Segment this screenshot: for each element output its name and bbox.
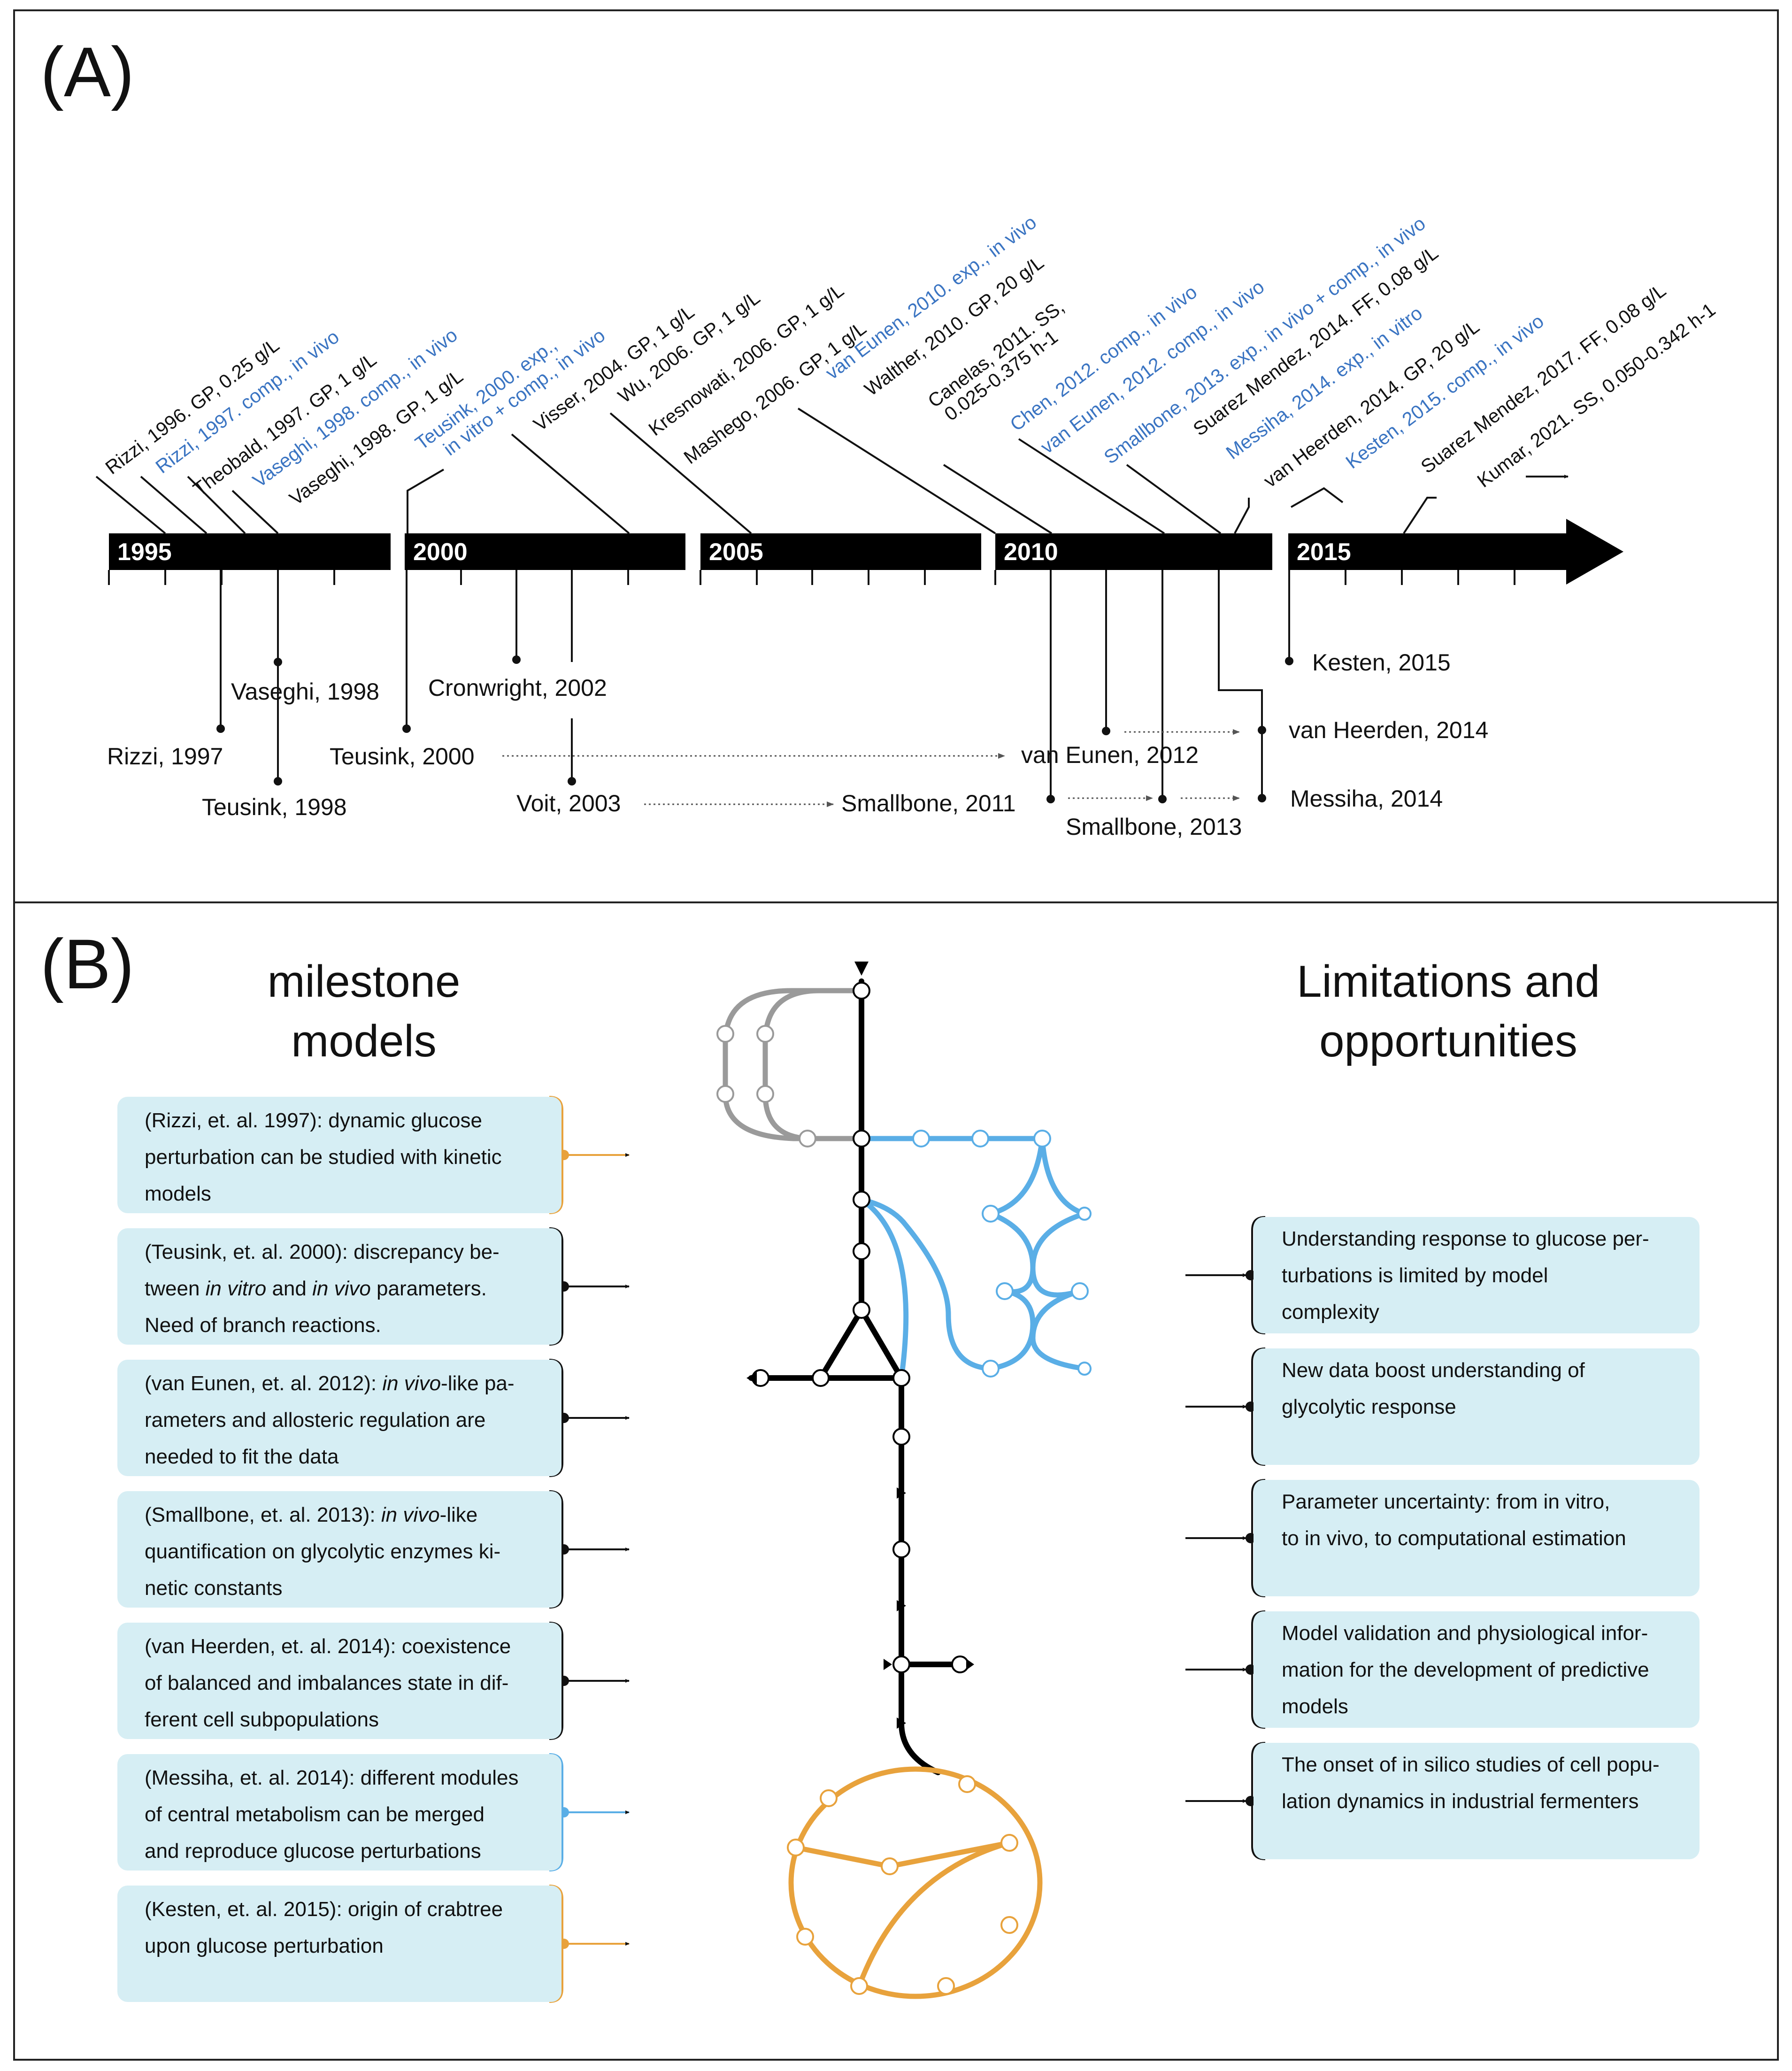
limitation-connector-dots — [1246, 1270, 1256, 1806]
milestone-text-line: rameters and allosteric regulation are — [145, 1409, 486, 1432]
milestone-text-line: of balanced and imbalances state in dif- — [145, 1671, 509, 1694]
relation-arrows — [502, 729, 1240, 807]
limitation-text-line: mation for the development of predictive — [1282, 1658, 1649, 1681]
blue-module — [859, 1136, 1087, 1381]
timeline-label: Teusink, 1998 — [202, 794, 347, 820]
milestone-text-line: (Smallbone, et. al. 2013): in vivo-like — [145, 1503, 478, 1526]
upper-leader-lines — [95, 408, 1569, 534]
milestone-text-line: quantification on glycolytic enzymes ki- — [145, 1540, 501, 1563]
milestone-text-line: tween in vitro and in vivo parameters. — [145, 1277, 487, 1300]
milestone-text-line: Need of branch reactions. — [145, 1314, 381, 1337]
milestone-text-line: perturbation can be studied with kinetic — [145, 1146, 502, 1169]
timeline-segment — [405, 533, 685, 570]
network-nodes — [716, 962, 1092, 1995]
metabolic-network — [723, 978, 1087, 1999]
timeline-label: van Eunen, 2012 — [1021, 742, 1199, 768]
limitations-heading: Limitations and — [1297, 956, 1600, 1007]
milestone-heading: models — [291, 1016, 436, 1066]
milestone-box: (van Eunen, et. al. 2012): in vivo-like … — [117, 1360, 561, 1476]
limitation-text-line: Parameter uncertainty: from in vitro, — [1282, 1490, 1610, 1513]
milestone-text-line: models — [145, 1182, 211, 1205]
limitation-text-line: to in vivo, to computational estimation — [1282, 1527, 1626, 1550]
panel-b-frame — [13, 901, 1779, 2061]
milestone-text-line: (Kesten, et. al. 2015): origin of crabtr… — [145, 1898, 503, 1921]
milestone-box: (Messiha, et. al. 2014): different modul… — [117, 1754, 561, 1871]
limitation-text-line: turbations is limited by model — [1282, 1264, 1548, 1287]
timeline-segment — [1288, 533, 1567, 570]
limitation-text-line: complexity — [1282, 1301, 1379, 1324]
limitation-text-line: New data boost understanding of — [1282, 1359, 1585, 1382]
milestone-text-line: (Rizzi, et. al. 1997): dynamic glucose — [145, 1109, 482, 1132]
milestone-text-line: and reproduce glucose perturbations — [145, 1840, 481, 1863]
panel-a-label: (A) — [40, 32, 134, 111]
timeline-label: Smallbone, 2011 — [841, 790, 1016, 816]
panel-b-label: (B) — [40, 924, 134, 1003]
limitation-text-line: lation dynamics in industrial fermenters — [1282, 1790, 1639, 1813]
milestone-box: (Teusink, et. al. 2000): discrepancy be-… — [117, 1228, 561, 1345]
limitation-box: The onset of in silico studies of cell p… — [1254, 1743, 1700, 1859]
timeline-segment — [995, 533, 1272, 570]
timeline-axis: 1995 2000 2005 2010 2015 — [108, 519, 1623, 585]
timeline-label: Cronwright, 2002 — [428, 675, 607, 701]
limitation-box: Model validation and physiological infor… — [1254, 1611, 1700, 1728]
milestone-text-line: needed to fit the data — [145, 1445, 339, 1468]
lower-labels: Vaseghi, 1998 Rizzi, 1997 Teusink, 1998 … — [107, 649, 1488, 840]
milestone-text-line: (van Eunen, et. al. 2012): in vivo-like … — [145, 1372, 515, 1395]
milestone-text-line: (van Heerden, et. al. 2014): coexistence — [145, 1635, 511, 1658]
timeline-ticks — [108, 570, 1515, 585]
milestone-text-line: upon glucose perturbation — [145, 1934, 384, 1957]
timeline-segment — [700, 533, 981, 570]
milestone-text-line: netic constants — [145, 1577, 283, 1600]
milestone-text-line: ferent cell subpopulations — [145, 1708, 379, 1731]
timeline-label: Messiha, 2014 — [1290, 785, 1443, 812]
limitation-box: Parameter uncertainty: from in vitro, to… — [1254, 1480, 1700, 1596]
lower-pins — [220, 570, 1290, 799]
milestone-box: (Rizzi, et. al. 1997): dynamic glucose p… — [117, 1097, 561, 1213]
milestone-box: (van Heerden, et. al. 2014): coexistence… — [117, 1623, 561, 1739]
timeline-label: van Heerden, 2014 — [1289, 717, 1488, 743]
milestone-text-line: (Messiha, et. al. 2014): different modul… — [145, 1766, 519, 1789]
timeline-label: Kesten, 2015 — [1312, 649, 1451, 676]
milestone-box: (Smallbone, et. al. 2013): in vivo-like … — [117, 1491, 561, 1608]
limitation-text-line: glycolytic response — [1282, 1395, 1456, 1418]
upper-labels: Rizzi, 1996. GP, 0.25 g/L Rizzi, 1997. c… — [101, 211, 1720, 509]
year-label: 2005 — [709, 539, 763, 566]
limitations-heading: opportunities — [1319, 1016, 1577, 1066]
gray-module — [723, 988, 864, 1141]
timeline-label: Rizzi, 1997 — [107, 743, 223, 770]
lower-pin-dots — [216, 655, 1293, 803]
year-label: 2000 — [413, 539, 468, 566]
timeline-label: Teusink, 2000 — [330, 743, 475, 770]
timeline-arrowhead — [1566, 519, 1623, 585]
milestone-text-line: of central metabolism can be merged — [145, 1803, 485, 1826]
year-label: 1995 — [117, 539, 172, 566]
black-backbone — [748, 978, 963, 1775]
milestone-box: (Kesten, et. al. 2015): origin of crabtr… — [117, 1886, 561, 2002]
limitation-box: New data boost understanding of glycolyt… — [1254, 1348, 1700, 1465]
limitation-box: Understanding response to glucose per- t… — [1254, 1217, 1700, 1333]
timeline-label: Smallbone, 2013 — [1066, 814, 1242, 840]
limitation-text-line: The onset of in silico studies of cell p… — [1282, 1753, 1660, 1776]
milestone-heading: milestone — [268, 956, 461, 1007]
milestone-text-line: (Teusink, et. al. 2000): discrepancy be- — [145, 1240, 500, 1263]
timeline-label: Vaseghi, 1998 — [231, 678, 379, 705]
timeline-label: Voit, 2003 — [516, 790, 621, 816]
year-label: 2015 — [1297, 539, 1351, 566]
timeline-segment — [109, 533, 391, 570]
limitation-text-line: Model validation and physiological infor… — [1282, 1622, 1648, 1645]
year-label: 2010 — [1004, 539, 1058, 566]
limitation-text-line: Understanding response to glucose per- — [1282, 1227, 1649, 1250]
limitation-text-line: models — [1282, 1695, 1348, 1718]
